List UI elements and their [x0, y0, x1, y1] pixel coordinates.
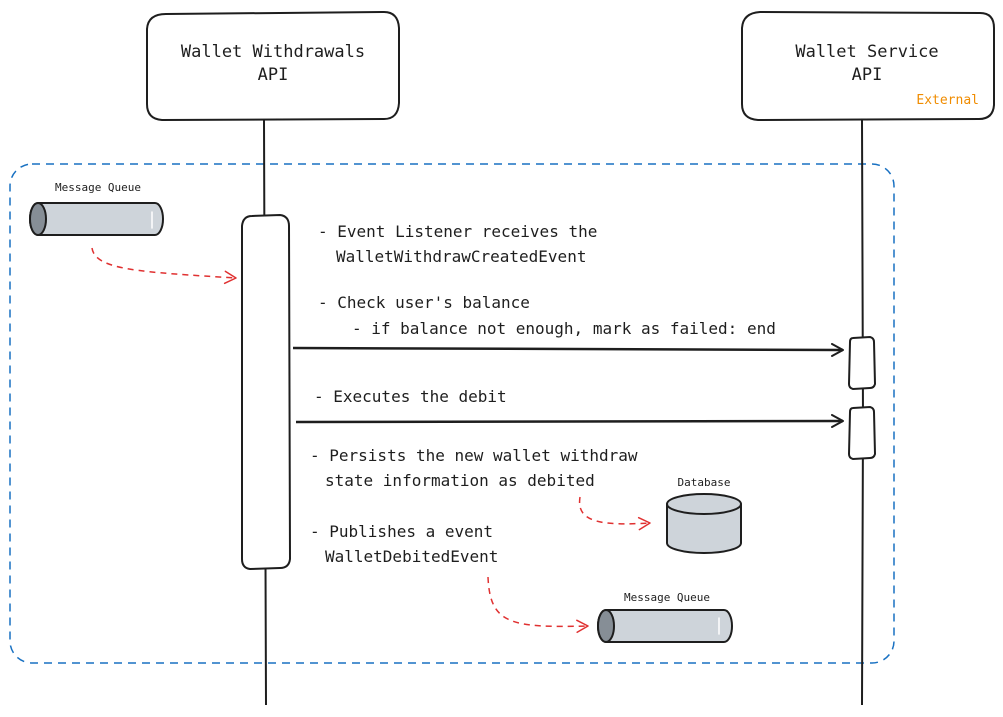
note-listener-line2: WalletWithdrawCreatedEvent	[336, 247, 586, 266]
input-message-queue: Message Queue	[29, 181, 164, 236]
input-queue-cylinder	[29, 202, 164, 236]
database: Database	[666, 476, 742, 554]
queue-to-listener-arrow	[91, 247, 237, 285]
participant-left-title: Wallet Withdrawals	[181, 42, 365, 62]
note-publish-line2: WalletDebitedEvent	[325, 547, 498, 566]
note-persist-line2: state information as debited	[325, 471, 595, 490]
database-label: Database	[678, 476, 731, 489]
participant-left-subtitle: API	[258, 65, 289, 85]
execute-debit-arrow	[295, 414, 844, 429]
process-frame	[9, 163, 895, 664]
output-queue-label: Message Queue	[624, 591, 710, 604]
database-cylinder	[666, 504, 742, 554]
participant-right-subtitle: API	[852, 65, 883, 85]
persist-to-database-arrow	[578, 496, 651, 531]
note-balance-line2: - if balance not enough, mark as failed:…	[352, 319, 776, 338]
output-queue-cylinder	[597, 609, 733, 643]
participant-right-title: Wallet Service	[795, 42, 938, 62]
activation-bar	[241, 213, 292, 571]
note-debit-line1: - Executes the debit	[314, 387, 507, 406]
participant-wallet-withdrawals: Wallet Withdrawals API	[146, 10, 400, 122]
external-tag: External	[916, 93, 979, 108]
note-balance-line1: - Check user's balance	[318, 293, 530, 312]
publish-to-queue-arrow	[487, 576, 589, 634]
participant-wallet-service: Wallet Service API External	[741, 10, 995, 122]
note-listener-line1: - Event Listener receives the	[318, 222, 597, 241]
note-persist-line1: - Persists the new wallet withdraw	[310, 446, 638, 465]
activation-box-balance	[847, 335, 877, 391]
check-balance-arrow	[292, 342, 844, 357]
note-publish-line1: - Publishes a event	[310, 522, 493, 541]
activation-box-debit	[847, 405, 877, 461]
input-queue-label: Message Queue	[55, 181, 141, 194]
output-message-queue: Message Queue	[597, 591, 733, 643]
